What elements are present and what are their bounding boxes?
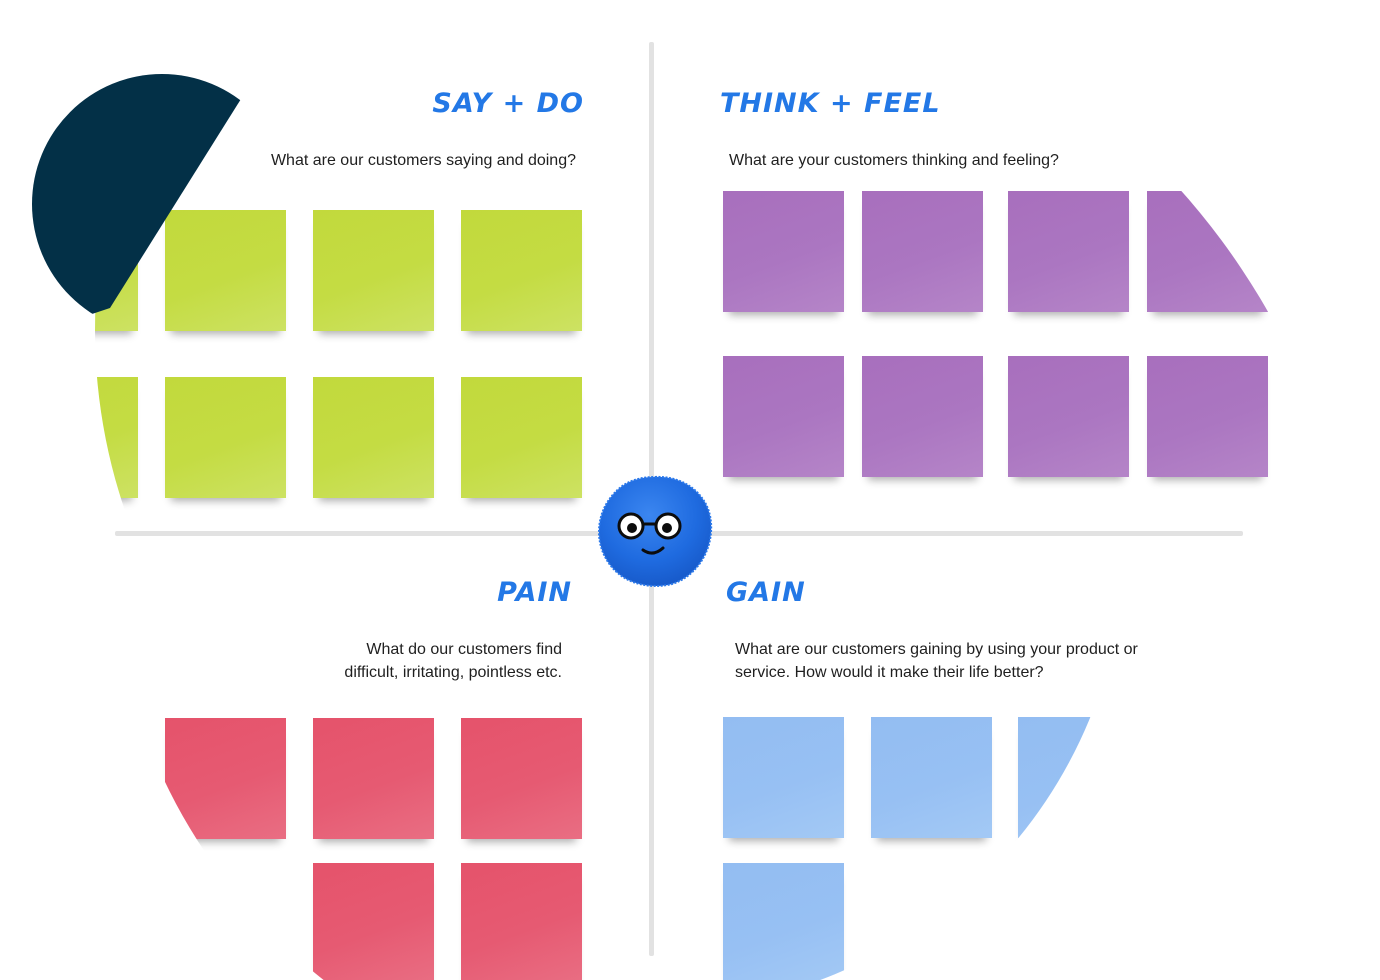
sticky-note[interactable] xyxy=(313,210,434,331)
sticky-note[interactable] xyxy=(165,210,286,331)
sticky-note[interactable] xyxy=(1008,356,1129,477)
sticky-note[interactable] xyxy=(313,718,434,839)
sticky-note[interactable] xyxy=(461,210,582,331)
sticky-note[interactable] xyxy=(461,863,582,980)
pain-notes-clip xyxy=(110,540,650,980)
sticky-note[interactable] xyxy=(1008,191,1129,312)
sticky-note[interactable] xyxy=(1147,356,1268,477)
sticky-note[interactable] xyxy=(723,191,844,312)
sticky-note[interactable] xyxy=(723,717,844,838)
sticky-note[interactable] xyxy=(723,863,844,980)
sticky-note[interactable] xyxy=(313,377,434,498)
sticky-note[interactable] xyxy=(461,377,582,498)
pain-title: PAIN xyxy=(497,577,572,608)
pain-question: What do our customers find difficult, ir… xyxy=(344,641,562,681)
think-feel-notes-clip xyxy=(655,0,1360,530)
gain-notes-clip xyxy=(655,540,1125,980)
say-do-question: What are our customers saying and doing? xyxy=(270,152,576,169)
sticky-note[interactable] xyxy=(165,377,286,498)
sticky-note[interactable] xyxy=(723,356,844,477)
say-do-notes-clip xyxy=(95,0,650,890)
sticky-note[interactable] xyxy=(461,718,582,839)
sticky-note[interactable] xyxy=(862,356,983,477)
sticky-note[interactable] xyxy=(1147,191,1268,312)
sticky-note[interactable] xyxy=(871,717,992,838)
sticky-note[interactable] xyxy=(95,377,138,498)
think-feel-question: What are your customers thinking and fee… xyxy=(729,152,1059,169)
sticky-note[interactable] xyxy=(862,191,983,312)
gain-question: What are our customers gaining by using … xyxy=(735,641,1138,681)
blue-fuzzy-mascot-with-glasses-icon xyxy=(597,475,713,587)
say-do-title: SAY + DO xyxy=(432,88,584,119)
think-feel-title: THINK + FEEL xyxy=(720,88,941,119)
sticky-note[interactable] xyxy=(313,863,434,980)
gain-title: GAIN xyxy=(726,577,806,608)
sticky-note[interactable] xyxy=(1018,717,1125,838)
sticky-note[interactable] xyxy=(165,718,286,839)
